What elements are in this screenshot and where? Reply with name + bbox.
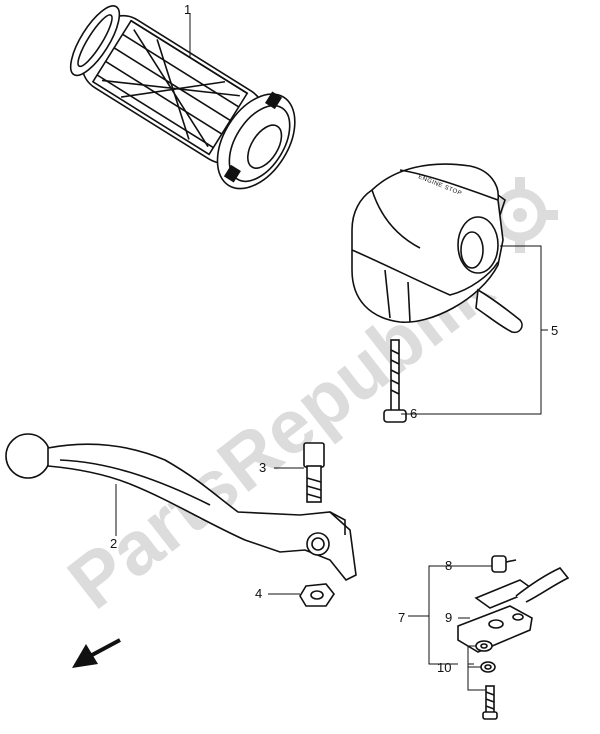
leader-lines [115,14,548,691]
callout-8: 8 [445,558,452,573]
switch-housing: ENGINE STOP [351,163,523,334]
lever-nut [299,583,335,607]
callout-10: 10 [437,660,451,675]
lever-pivot-bolt [303,442,325,503]
callout-7: 7 [398,610,405,625]
switch-screw [383,339,407,423]
clutch-switch [457,567,570,653]
callout-4: 4 [255,586,262,601]
callout-5: 5 [551,323,558,338]
callout-2: 2 [110,536,117,551]
clutch-lever [5,433,357,582]
callout-6: 6 [410,406,417,421]
callout-3: 3 [259,460,266,475]
handlebar-grip [69,5,296,190]
switch-plug [491,555,517,573]
callout-labels: 1 5 6 3 2 4 8 7 9 10 [110,2,558,675]
switch-washers [475,640,498,720]
callout-9: 9 [445,610,452,625]
direction-arrow-icon [72,638,121,668]
callout-1: 1 [184,2,191,17]
